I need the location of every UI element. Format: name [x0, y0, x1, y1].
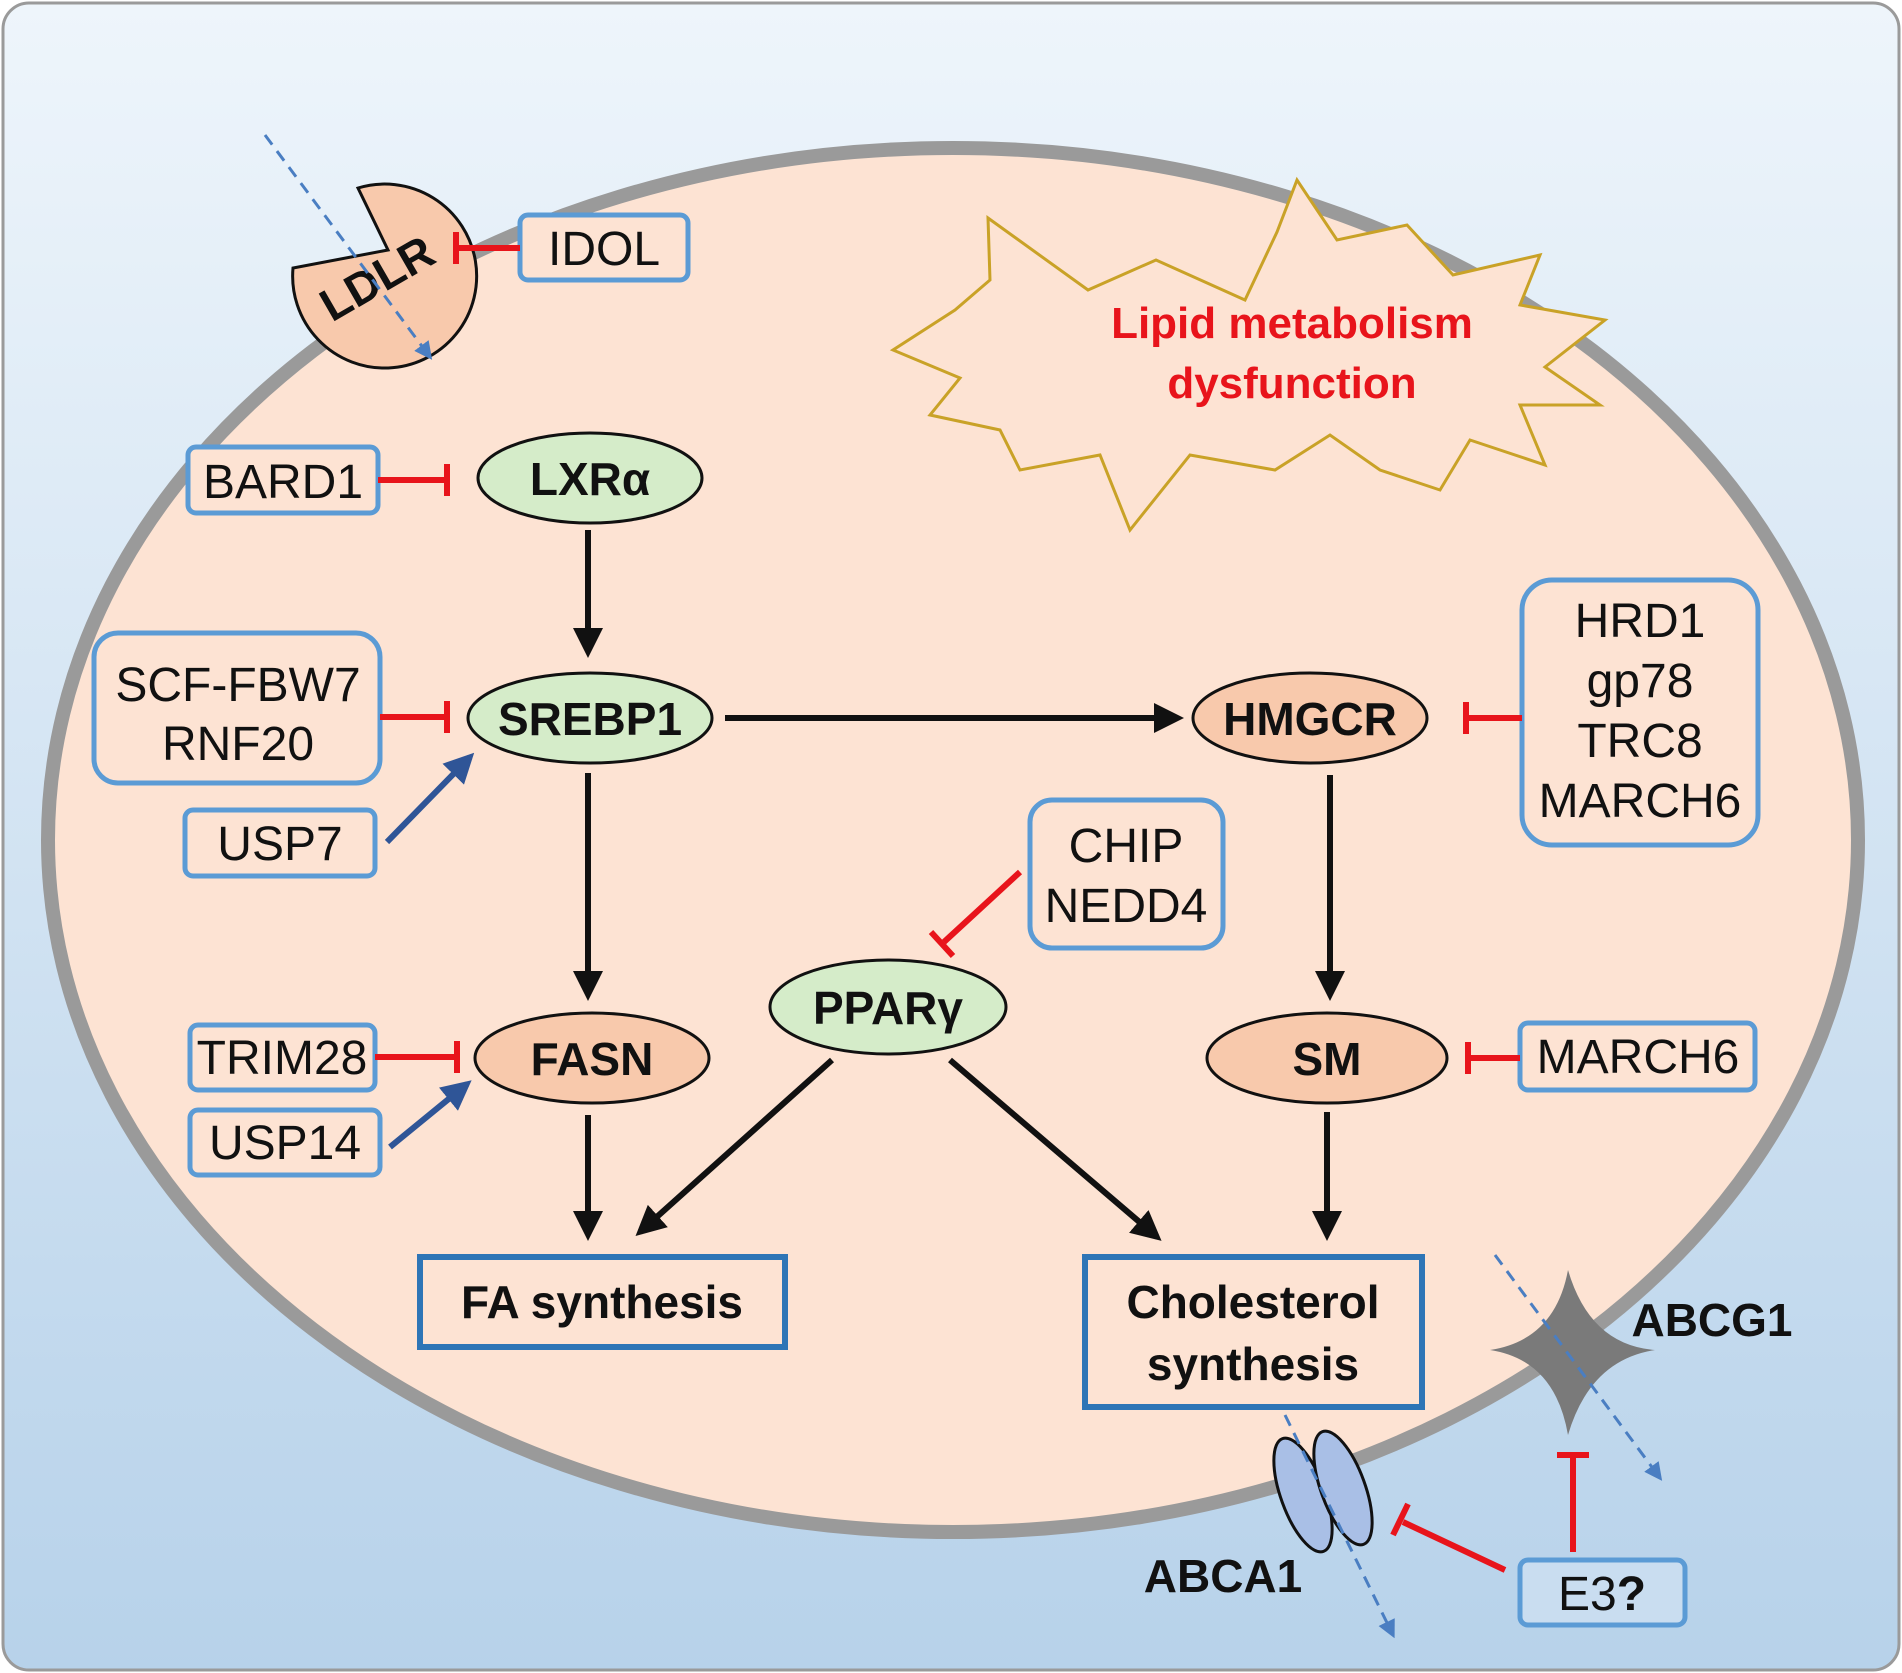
- regulator-chip-nedd4-box: [1027, 797, 1226, 951]
- regulator-e3-box: [1517, 1557, 1688, 1628]
- product-fa-synthesis-label: FA synthesis: [461, 1276, 743, 1328]
- node-fasn-label: FASN: [531, 1033, 654, 1085]
- regulator-usp7-box: [182, 807, 378, 879]
- regulator-trc8-label: TRC8: [1577, 715, 1702, 768]
- e3-inhibits-abca1-bar: [1390, 1502, 1411, 1537]
- regulator-rnf20-label: RNF20: [162, 718, 314, 771]
- abca1-transport-arrow: [1283, 1414, 1395, 1639]
- product-cholesterol-synthesis-box: [1082, 1254, 1425, 1410]
- node-hmgcr: [1191, 671, 1429, 765]
- regulator-bard1-label: BARD1: [203, 456, 363, 509]
- node-ppary-label: PPARγ: [813, 982, 963, 1034]
- title-line-2: dysfunction: [1167, 359, 1416, 408]
- regulator-chip-label: CHIP: [1069, 820, 1184, 873]
- abca1-transporter-right-icon: [1312, 1429, 1374, 1547]
- node-hmgcr-label: HMGCR: [1223, 693, 1397, 745]
- product-cholesterol-line-1: Cholesterol: [1126, 1276, 1379, 1328]
- ldlr-transport-arrow: [263, 134, 433, 360]
- e3-inhibits-abca1: [1401, 1519, 1507, 1573]
- regulator-usp14-label: USP14: [209, 1117, 361, 1170]
- regulator-scf-fbw7-label: SCF-FBW7: [115, 659, 360, 712]
- abcg1-transporter-icon: [1490, 1270, 1655, 1435]
- regulator-idol-label: IDOL: [548, 223, 660, 276]
- node-sm-label: SM: [1293, 1033, 1362, 1085]
- node-lxra: [476, 431, 704, 525]
- regulator-trim28-label: TRIM28: [197, 1032, 368, 1085]
- regulator-hrd1-label: HRD1: [1575, 595, 1706, 648]
- regulator-e3-question: ?: [1617, 1568, 1646, 1621]
- regulator-gp78-label: gp78: [1587, 655, 1694, 708]
- node-abca1-label: ABCA1: [1144, 1550, 1302, 1602]
- title-line-1: Lipid metabolism: [1111, 299, 1473, 348]
- regulator-usp14-box: [187, 1107, 383, 1178]
- arrow-ppary-to-cholesterol-synthesis: [948, 1057, 1162, 1241]
- regulator-march6-hmgcr-label: MARCH6: [1539, 775, 1742, 828]
- chip-nedd4-inhibits-ppary-bar: [928, 929, 956, 959]
- node-fasn: [473, 1011, 711, 1105]
- node-lxra-label: LXRα: [530, 453, 650, 505]
- regulator-scf-fbw7-rnf20-box: [91, 630, 383, 786]
- node-sm: [1205, 1011, 1449, 1105]
- regulator-e3-label: E3?: [1558, 1568, 1646, 1621]
- node-ppary: [768, 958, 1008, 1056]
- starburst-shape: [889, 176, 1609, 533]
- regulator-hmgcr-group-box: [1519, 577, 1761, 848]
- chip-nedd4-inhibits-ppary: [941, 869, 1023, 945]
- arrow-ppary-to-fa-synthesis: [635, 1057, 835, 1237]
- regulator-march6-sm-label: MARCH6: [1537, 1031, 1740, 1084]
- usp14-promotes-fasn: [388, 1080, 472, 1150]
- node-srebp1: [466, 671, 714, 765]
- usp7-promotes-srebp1: [384, 752, 475, 845]
- node-srebp1-label: SREBP1: [498, 693, 682, 745]
- regulator-e3-name: E3: [1558, 1568, 1617, 1621]
- node-abcg1-label: ABCG1: [1631, 1294, 1792, 1346]
- regulator-usp7-label: USP7: [217, 818, 342, 871]
- regulator-nedd4-label: NEDD4: [1045, 880, 1208, 933]
- ldlr-receptor-icon: [291, 182, 479, 370]
- abcg1-transport-arrow: [1493, 1254, 1663, 1481]
- product-cholesterol-line-2: synthesis: [1147, 1338, 1359, 1390]
- product-fa-synthesis-box: [417, 1254, 788, 1350]
